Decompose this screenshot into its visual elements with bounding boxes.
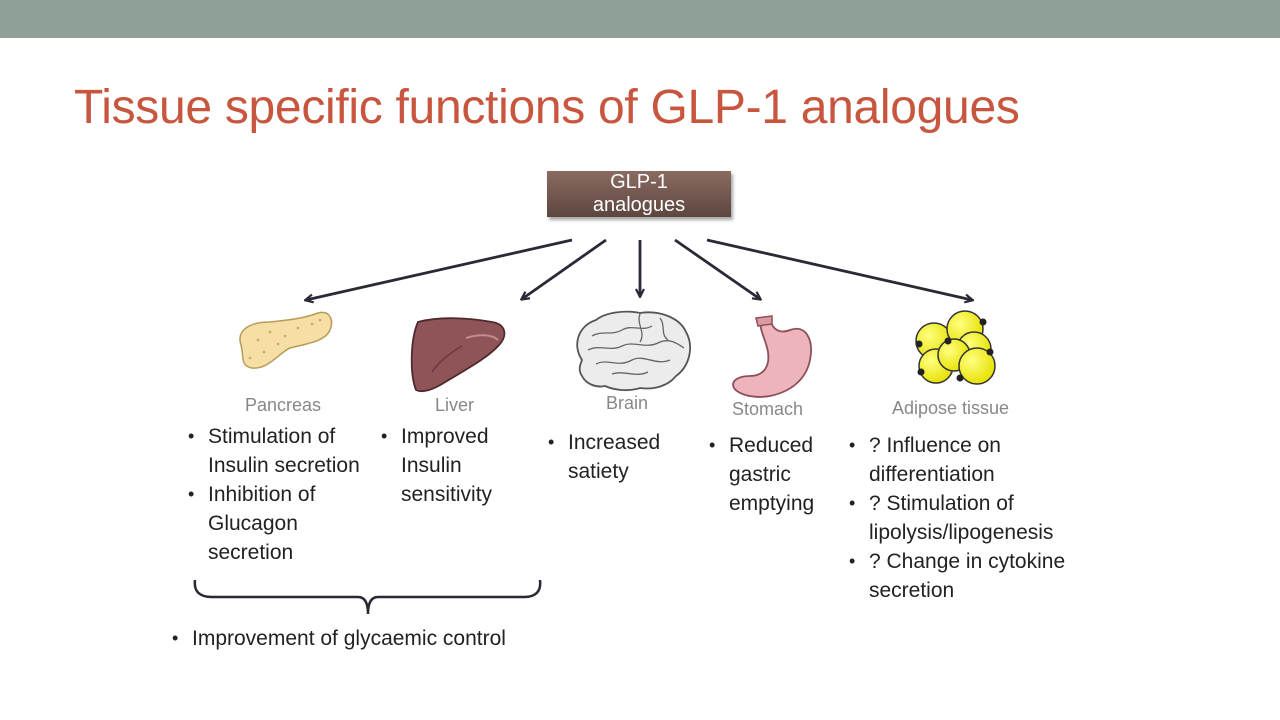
list-item: ? Change in cytokine secretion bbox=[849, 547, 1111, 605]
brain-effects: Increased satiety bbox=[548, 428, 698, 486]
slide-title: Tissue specific functions of GLP-1 analo… bbox=[74, 81, 1020, 134]
grouping-brace bbox=[193, 579, 542, 615]
stomach-effects: Reduced gastric emptying bbox=[709, 431, 839, 518]
adipose-label: Adipose tissue bbox=[892, 398, 1010, 418]
pancreas-effects: Stimulation of Insulin secretion Inhibit… bbox=[188, 422, 366, 567]
root-label-line1: GLP-1 bbox=[610, 171, 668, 193]
brain-icon bbox=[576, 310, 691, 392]
pancreas-icon bbox=[239, 311, 333, 369]
stomach-label: Stomach bbox=[732, 399, 804, 419]
liver-icon bbox=[410, 317, 506, 393]
arrow-to-pancreas bbox=[306, 238, 573, 300]
arrows bbox=[306, 238, 972, 300]
adipose-effects: ? Influence on differentiation ? Stimula… bbox=[849, 431, 1111, 605]
list-item: ? Stimulation of lipolysis/lipogenesis bbox=[849, 489, 1111, 547]
brain-label: Brain bbox=[606, 393, 649, 413]
glp1-analogues-box: GLP-1 analogues bbox=[547, 171, 731, 217]
top-banner bbox=[0, 0, 1280, 38]
list-item: Stimulation of Insulin secretion bbox=[188, 422, 366, 480]
list-item: Reduced gastric emptying bbox=[709, 431, 839, 518]
list-item: Increased satiety bbox=[548, 428, 698, 486]
list-item: Inhibition of Glucagon secretion bbox=[188, 480, 366, 567]
arrow-to-liver bbox=[522, 238, 607, 299]
pancreas-label: Pancreas bbox=[245, 395, 322, 415]
root-label-line2: analogues bbox=[592, 194, 686, 216]
combined-effect-list: Improvement of glycaemic control bbox=[172, 624, 592, 653]
arrow-to-stomach bbox=[674, 238, 760, 299]
liver-effects: Improved Insulin sensitivity bbox=[381, 422, 531, 509]
liver-label: Liver bbox=[435, 395, 475, 415]
combined-effect: Improvement of glycaemic control bbox=[172, 624, 592, 653]
list-item: Improved Insulin sensitivity bbox=[381, 422, 531, 509]
list-item: ? Influence on differentiation bbox=[849, 431, 1111, 489]
adipose-icon bbox=[915, 310, 996, 385]
stomach-icon bbox=[732, 315, 812, 398]
arrow-to-adipose bbox=[706, 238, 972, 300]
